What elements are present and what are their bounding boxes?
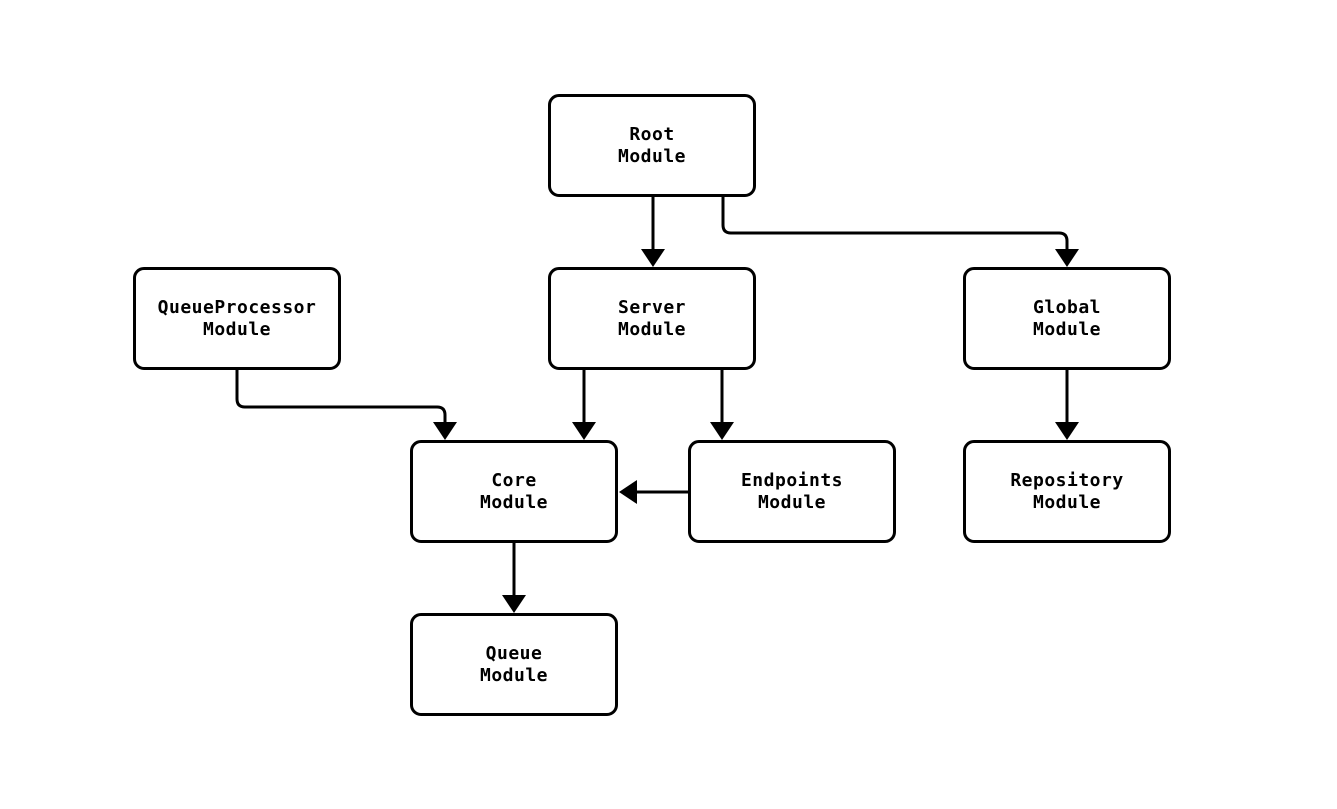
node-label: Root Module [617, 123, 687, 167]
node-queueprocessor-module: QueueProcessor Module [133, 267, 341, 370]
node-label: Core Module [479, 469, 549, 513]
arrowhead-root-global [1055, 249, 1079, 267]
node-root-module: Root Module [548, 94, 756, 197]
node-server-module: Server Module [548, 267, 756, 370]
node-label: Endpoints Module [740, 469, 844, 513]
node-label: Queue Module [479, 642, 549, 686]
arrowhead-root-server [641, 249, 665, 267]
node-label: Server Module [617, 296, 687, 340]
arrowhead-queueprocessor-core [433, 422, 457, 440]
edge-root-global [721, 197, 1069, 251]
node-repository-module: Repository Module [963, 440, 1171, 543]
node-label: Global Module [1032, 296, 1102, 340]
arrowhead-server-endpoints [710, 422, 734, 440]
node-label: QueueProcessor Module [157, 296, 317, 340]
node-queue-module: Queue Module [410, 613, 618, 716]
arrowhead-endpoints-core [619, 480, 637, 504]
edge-queueprocessor-core [235, 370, 447, 424]
arrowhead-core-queue [502, 595, 526, 613]
node-global-module: Global Module [963, 267, 1171, 370]
arrowhead-server-core [572, 422, 596, 440]
arrowhead-global-repository [1055, 422, 1079, 440]
node-label: Repository Module [1010, 469, 1124, 513]
node-core-module: Core Module [410, 440, 618, 543]
node-endpoints-module: Endpoints Module [688, 440, 896, 543]
